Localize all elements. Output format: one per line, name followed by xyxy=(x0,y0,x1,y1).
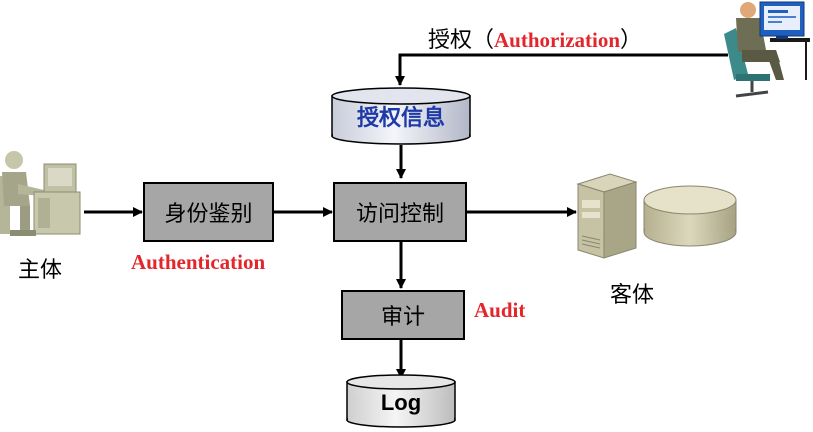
authorization-suffix: ） xyxy=(620,28,643,53)
authorization-arrow xyxy=(395,53,728,86)
authorization-label: 授权（Authorization） xyxy=(428,22,642,54)
subject-label: 主体 xyxy=(18,258,63,283)
auth-info-cylinder xyxy=(331,87,471,145)
identification-box: 身份鉴别 xyxy=(143,182,274,242)
log-cylinder xyxy=(346,374,456,428)
audit-box: 审计 xyxy=(341,290,465,340)
administrator-at-computer-icon xyxy=(724,1,810,98)
server-tower-icon xyxy=(576,173,638,259)
log-label: Log xyxy=(380,390,422,415)
audit-en-label: Audit xyxy=(474,298,526,322)
auth-info-label: 授权信息 xyxy=(356,106,445,131)
authentication-label: Authentication xyxy=(131,250,266,274)
database-disk-icon xyxy=(643,185,737,247)
object-label: 客体 xyxy=(610,283,655,308)
authorization-term: Authorization xyxy=(494,28,621,52)
user-at-desk-icon xyxy=(0,151,81,236)
authorization-prefix: 授权（ xyxy=(428,28,495,53)
access-control-box: 访问控制 xyxy=(333,182,467,242)
